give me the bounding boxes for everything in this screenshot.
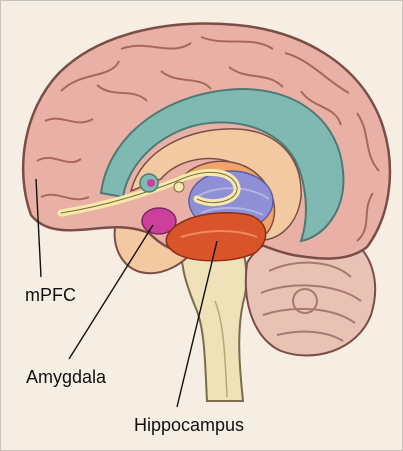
hippocampus-label: Hippocampus bbox=[134, 415, 244, 436]
amygdala-label: Amygdala bbox=[26, 367, 106, 388]
amygdala-pointer-line bbox=[69, 225, 153, 359]
mpfc-label: mPFC bbox=[25, 285, 76, 306]
